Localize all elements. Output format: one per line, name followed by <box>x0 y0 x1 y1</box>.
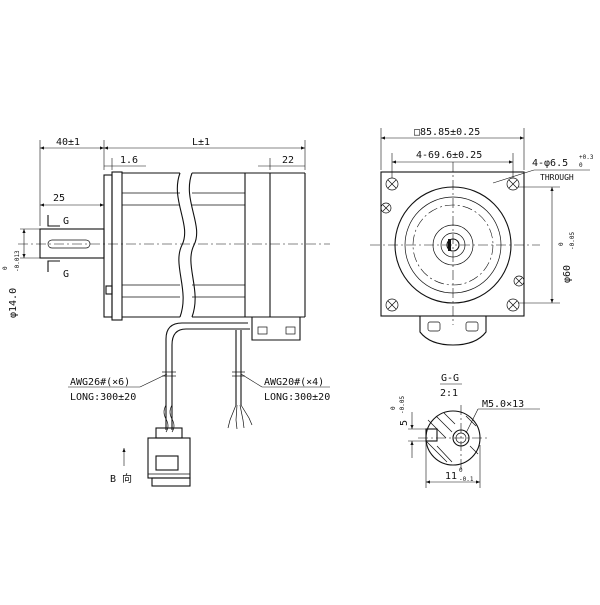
side-view: 40±1 L±1 1.6 22 25 G G φ14.0 0 -0.013 AW… <box>2 137 330 487</box>
dim-pilot-diameter-tol-lower: -0.05 <box>569 232 576 250</box>
cable-outlet-box <box>251 317 301 341</box>
motor-shaft <box>18 228 330 259</box>
dim-shaft-diameter-tol-lower: -0.013 <box>14 250 21 272</box>
dim-shaft-diameter-tol-upper: 0 <box>2 266 9 270</box>
section-mark-bottom: G <box>63 269 69 280</box>
cable-power-spec: AWG20#(×4) <box>264 377 324 388</box>
cable-encoder-spec: AWG26#(×6) <box>70 377 130 388</box>
shaft-section <box>418 405 488 470</box>
mounting-hole-mr <box>513 275 525 287</box>
connector-view-label: B 向 <box>110 472 132 485</box>
dim-shaft-extension: 40±1 <box>56 137 80 148</box>
mounting-hole-ml <box>380 202 392 214</box>
section-title: G-G <box>441 373 459 384</box>
section-dimensions <box>408 408 540 488</box>
mounting-holes <box>380 177 525 312</box>
dim-rear-length: 22 <box>282 155 294 166</box>
section-mark-top: G <box>63 216 69 227</box>
dim-flange-thickness: 1.6 <box>120 155 138 166</box>
break-lines <box>176 172 198 318</box>
section-key-depth: 5 <box>399 420 410 426</box>
cable-encoder <box>162 322 250 433</box>
dim-mounting-hole: 4-φ6.5 <box>532 158 568 169</box>
cable-power <box>227 330 253 430</box>
section-key-depth-tol-upper: 0 <box>390 406 397 410</box>
section-thread-spec: M5.0×13 <box>482 399 524 410</box>
dim-mounting-hole-tol-upper: +0.3 <box>579 154 594 161</box>
dim-flange-square: □85.85±0.25 <box>414 127 480 138</box>
cable-encoder-length: LONG:300±20 <box>70 392 136 403</box>
section-key-depth-tol-lower: -0.05 <box>399 396 406 414</box>
mounting-hole-tr <box>506 177 520 191</box>
cable-leaders <box>68 373 330 466</box>
section-view: G-G 2:1 M5.0×13 <box>390 373 540 488</box>
section-width: 11 <box>445 471 457 482</box>
section-width-tol-lower: -0.1 <box>459 476 474 483</box>
dim-mounting-hole-tol-lower: 0 <box>579 162 583 169</box>
mounting-hole-bl <box>385 298 399 312</box>
dim-pilot-diameter-tol-upper: 0 <box>558 242 565 246</box>
cable-power-length: LONG:300±20 <box>264 392 330 403</box>
front-cable-box <box>419 316 487 346</box>
motor-flange <box>103 171 123 321</box>
section-width-tol-upper: 0 <box>459 467 463 474</box>
dim-motor-length: L±1 <box>192 137 210 148</box>
encoder-connector <box>147 427 191 487</box>
dim-bolt-spacing: 4-69.6±0.25 <box>416 150 482 161</box>
mounting-hole-br <box>506 298 520 312</box>
dim-mounting-hole-note: THROUGH <box>540 173 574 182</box>
mounting-hole-tl <box>385 177 399 191</box>
section-scale: 2:1 <box>440 388 458 399</box>
dim-pilot-diameter: φ60 <box>562 265 573 283</box>
front-dimensions <box>380 128 590 304</box>
dim-shaft-diameter: φ14.0 <box>8 288 19 318</box>
motor-body-front <box>122 172 180 318</box>
front-view: □85.85±0.25 4-69.6±0.25 4-φ6.5 +0.3 0 TH… <box>370 127 594 346</box>
front-square-outline <box>380 171 525 317</box>
motor-body-rear <box>192 172 306 318</box>
dim-key-length: 25 <box>53 193 65 204</box>
side-dimensions <box>20 140 306 272</box>
